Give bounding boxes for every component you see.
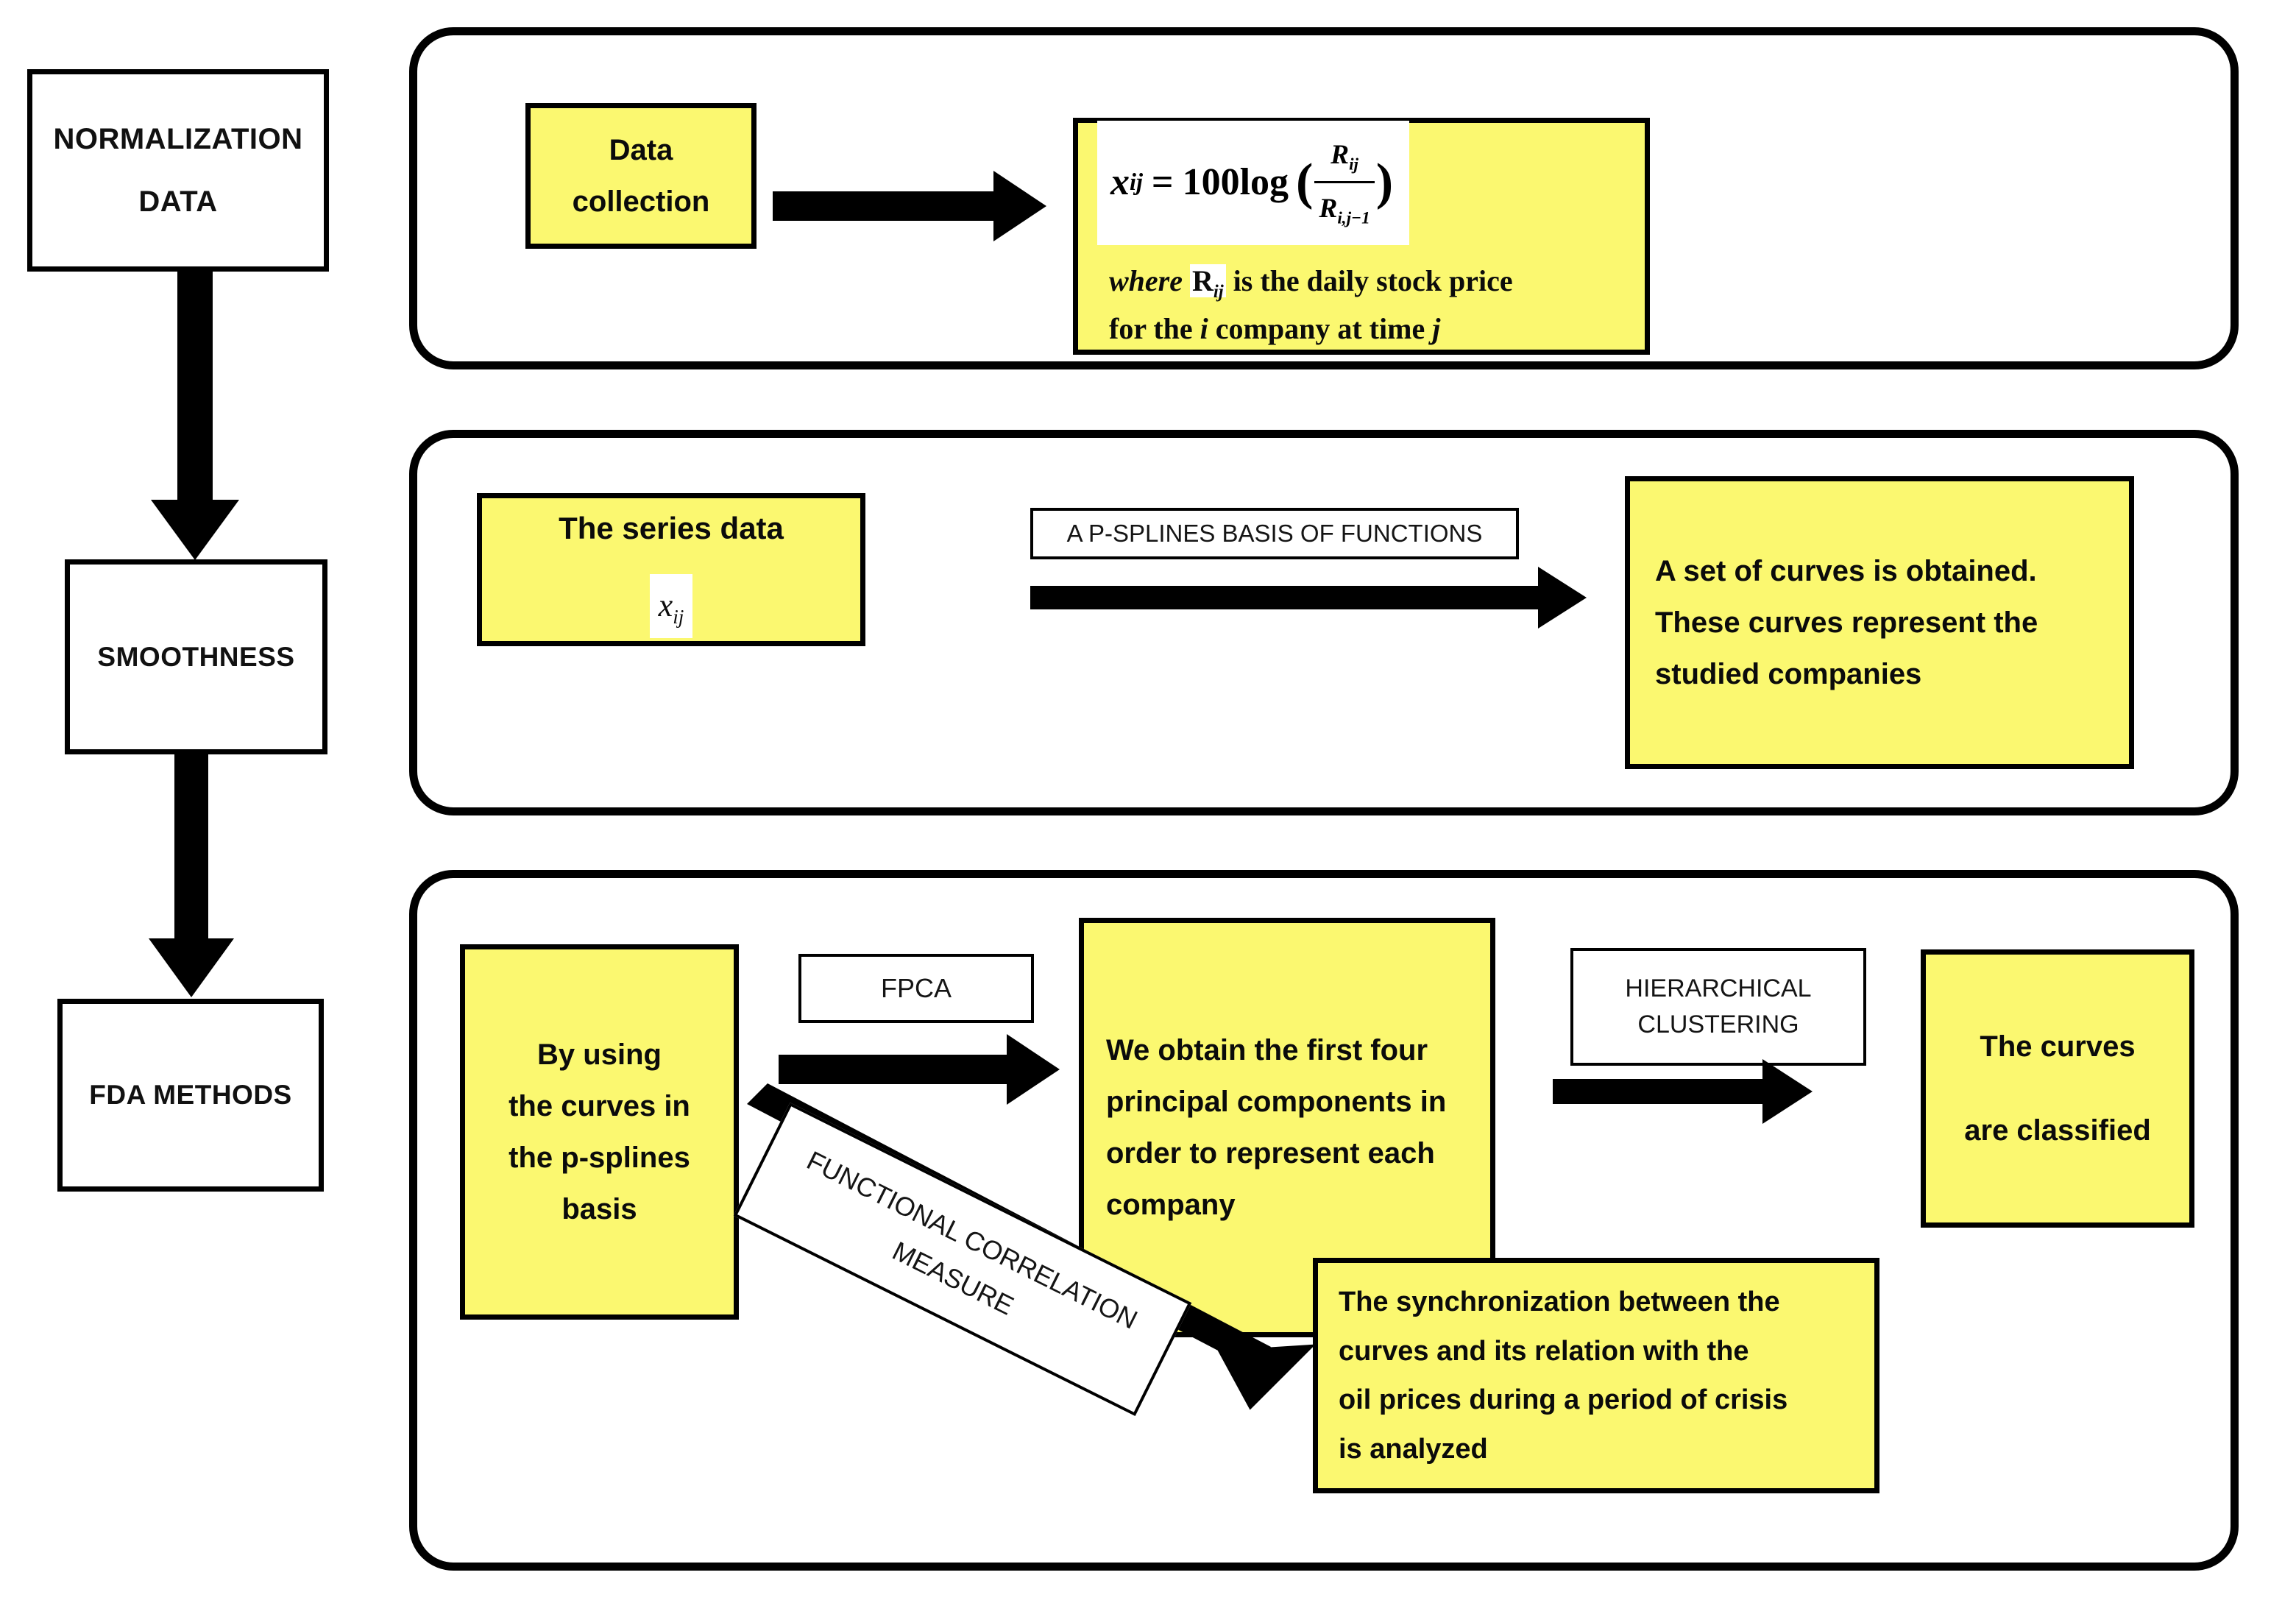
formula-num-sub: ij (1349, 155, 1358, 174)
box-line: The synchronization between the (1339, 1287, 1780, 1317)
where-symbol: Rij (1190, 263, 1226, 302)
box-series-data: The series data xij (477, 493, 865, 646)
box-line: company (1106, 1189, 1236, 1221)
arrow-head (1538, 567, 1587, 629)
box-line: studied companies (1655, 658, 1922, 690)
where-line2-i: i (1200, 312, 1208, 346)
box-synchronization-analysis: The synchronization between the curves a… (1313, 1258, 1879, 1493)
box-line: By using (537, 1038, 662, 1071)
stage-label-line: NORMALIZATION (53, 122, 303, 155)
box-line: These curves represent the (1655, 606, 2038, 639)
box-line: order to represent each (1106, 1137, 1435, 1169)
arrow-shaft (1030, 586, 1545, 609)
arrow-shaft (174, 754, 208, 946)
arrow-head (1217, 1344, 1316, 1410)
label-p-splines-basis: A P-SPLINES BASIS OF FUNCTIONS (1030, 508, 1519, 559)
label-hierarchical-clustering: HIERARCHICAL CLUSTERING (1570, 948, 1866, 1066)
where-line-1: where Rij is the daily stock price (1109, 258, 1513, 306)
formula-lhs: x (1110, 160, 1130, 203)
formula-den-sub: i,j−1 (1337, 208, 1370, 228)
box-data-collection: Data collection (525, 103, 757, 249)
where-symbol-sub: ij (1213, 281, 1224, 302)
arrow-head (993, 171, 1046, 241)
stage-box-fda-methods: FDA METHODS (57, 999, 324, 1192)
arrow-head (151, 500, 239, 560)
formula-equals: = (1151, 160, 1174, 203)
box-line: the curves in (509, 1090, 690, 1122)
box-line: curves and its relation with the (1339, 1335, 1749, 1367)
stage-box-smoothness: SMOOTHNESS (65, 559, 327, 754)
arrow-normalization-to-smoothness (151, 272, 239, 560)
formula-numerator: Rij (1326, 131, 1363, 181)
formula-close-paren: ) (1375, 152, 1394, 210)
box-line: We obtain the first four (1106, 1034, 1428, 1066)
formula-denominator: Ri,j−1 (1314, 180, 1375, 233)
series-symbol-sub: ij (673, 606, 684, 629)
arrow-smoothness-to-fda (147, 754, 235, 1001)
formula-open-paren: ( (1296, 152, 1314, 210)
where-line-2: for the i company at time j (1109, 306, 1513, 352)
box-curves-p-splines-basis: By using the curves in the p-splines bas… (460, 944, 739, 1320)
where-suffix: is the daily stock price (1225, 263, 1513, 297)
box-line: collection (572, 185, 710, 218)
box-principal-components: We obtain the first four principal compo… (1079, 918, 1495, 1337)
box-curves-obtained: A set of curves is obtained. These curve… (1625, 476, 2134, 769)
formula-fraction: Rij Ri,j−1 (1314, 131, 1375, 233)
label-line: CLUSTERING (1637, 1011, 1799, 1038)
box-line: oil prices during a period of crisis (1339, 1384, 1788, 1415)
box-line: The curves (1980, 1030, 2136, 1063)
arrow-shaft (773, 191, 1001, 221)
arrow-head (1007, 1034, 1060, 1105)
arrow-head (1762, 1059, 1813, 1124)
label-text: FPCA (880, 972, 952, 1003)
series-data-title: The series data (559, 510, 784, 545)
formula-coefficient: 100log (1182, 160, 1289, 203)
box-line: are classified (1964, 1114, 2151, 1147)
stage-label-line: FDA METHODS (89, 1080, 292, 1110)
series-data-symbol: xij (649, 574, 693, 639)
formula-num-base: R (1331, 139, 1350, 170)
arrow-shaft (177, 272, 213, 507)
where-line2-mid: company at time (1208, 312, 1433, 346)
box-line: is analyzed (1339, 1433, 1488, 1465)
stage-box-normalization: NORMALIZATION DATA (27, 69, 329, 272)
box-line: A set of curves is obtained. (1655, 555, 2037, 587)
box-line: basis (561, 1193, 637, 1225)
formula-lhs-sub: ij (1130, 169, 1143, 196)
where-prefix: where (1109, 263, 1190, 297)
formula-where-text: where Rij is the daily stock price for t… (1097, 258, 1513, 352)
where-line2-pre: for the (1109, 312, 1200, 346)
formula-den-base: R (1319, 193, 1338, 224)
label-line: HIERARCHICAL (1625, 974, 1812, 1002)
stage-label-line: SMOOTHNESS (97, 641, 295, 672)
arrow-shaft (1553, 1079, 1768, 1104)
where-symbol-base: R (1192, 263, 1213, 297)
series-symbol-base: x (658, 587, 673, 624)
box-line: the p-splines (509, 1142, 690, 1174)
where-line2-j: j (1432, 312, 1441, 346)
stage-label-line: DATA (138, 185, 218, 218)
box-line: Data (609, 134, 673, 166)
label-text: A P-SPLINES BASIS OF FUNCTIONS (1066, 520, 1483, 548)
box-curves-classified: The curves are classified (1921, 949, 2194, 1228)
box-line: principal components in (1106, 1086, 1447, 1118)
arrow-shaft (779, 1055, 1013, 1084)
arrow-head (149, 938, 234, 997)
label-fpca: FPCA (798, 954, 1034, 1023)
